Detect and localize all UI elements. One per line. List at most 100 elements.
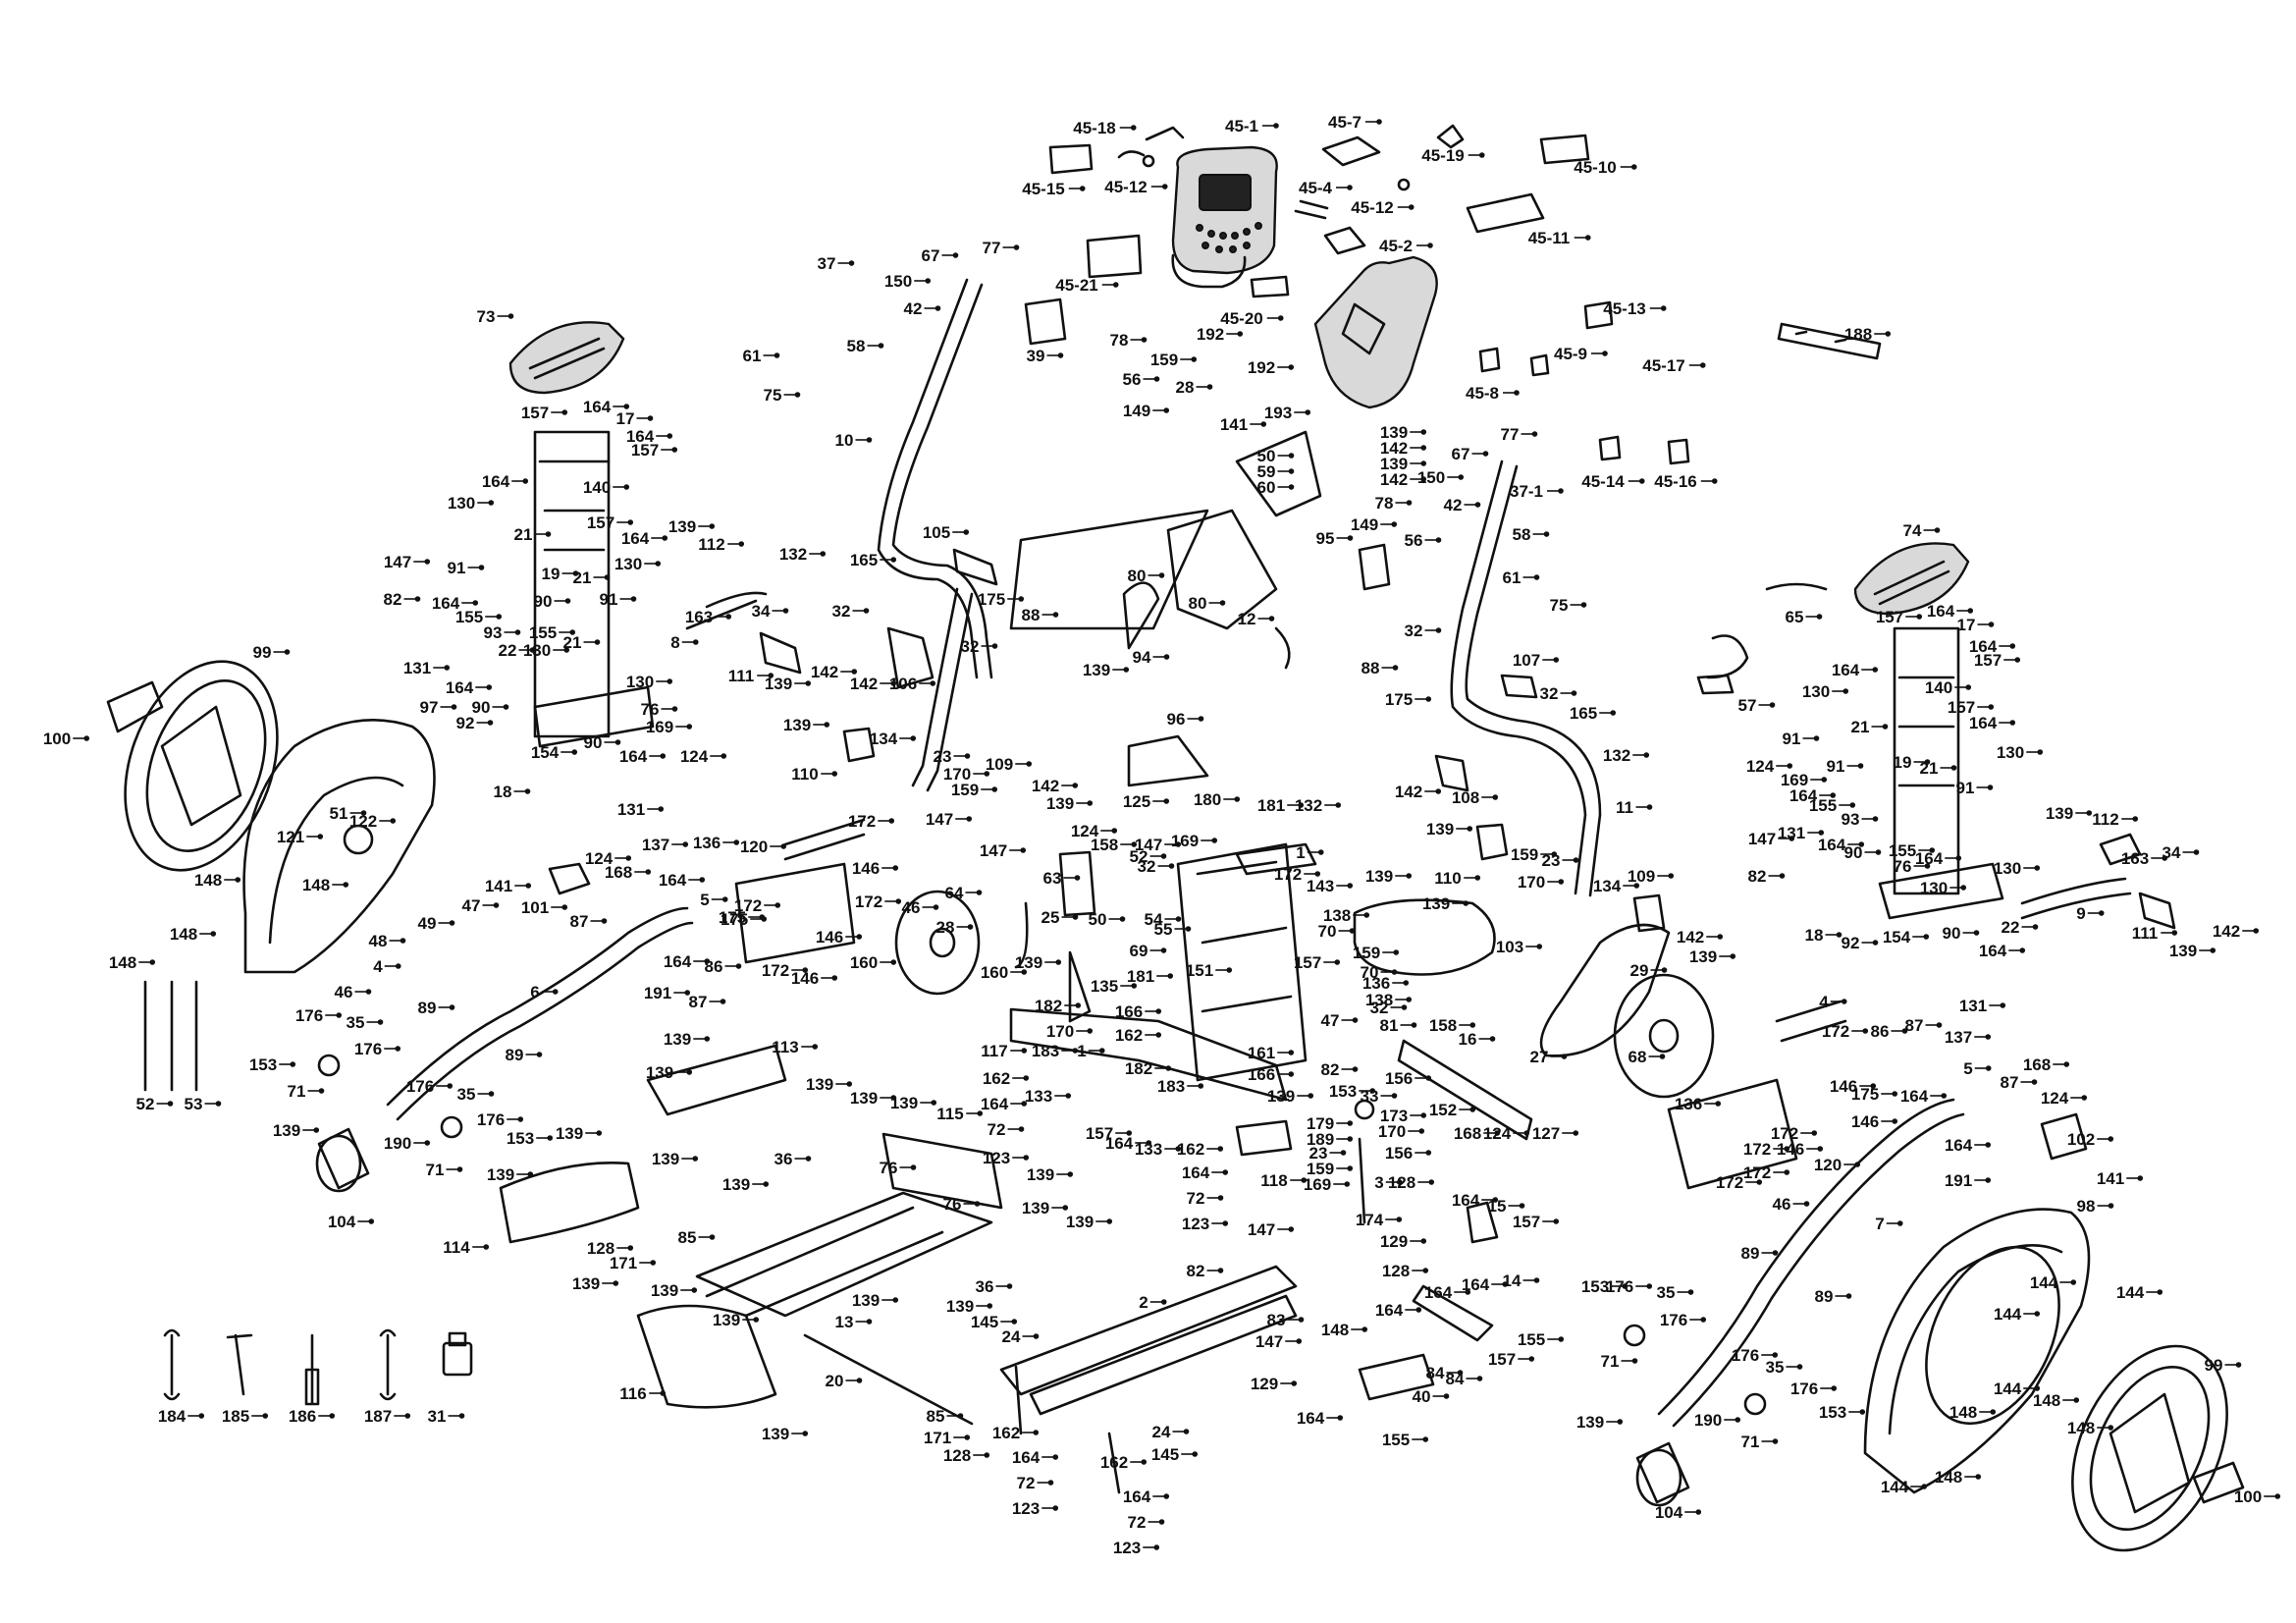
part-label: 130 — [1802, 682, 1830, 701]
leader-dot — [1219, 600, 1226, 606]
leader-dot — [1941, 1093, 1948, 1099]
part-label: 139 — [1083, 661, 1110, 679]
leader-dot — [802, 967, 809, 973]
part-label: 82 — [1187, 1262, 1205, 1280]
part-label: 12 — [1238, 610, 1256, 628]
part-label: 21 — [1920, 759, 1939, 778]
leader-dot — [536, 1052, 543, 1057]
leader-dot — [1465, 1289, 1471, 1295]
part-label: 124 — [1071, 822, 1099, 840]
part-label: 45-8 — [1466, 384, 1499, 403]
part-label: 40 — [1413, 1387, 1431, 1406]
leader-dot — [1533, 574, 1540, 580]
leader-dot — [888, 818, 895, 824]
part-label: 61 — [743, 347, 762, 365]
part-label: 157 — [587, 514, 614, 532]
leader-dot — [802, 1431, 809, 1436]
part-label: 35 — [1657, 1283, 1676, 1302]
leader-dot — [1428, 1179, 1435, 1185]
leader-dot — [1735, 1417, 1741, 1423]
part-label: 27 — [1530, 1048, 1549, 1066]
part-label: 101 — [521, 898, 549, 917]
leader-dot — [1052, 1454, 1059, 1460]
leader-dot — [1347, 185, 1353, 190]
leader-dot — [525, 883, 532, 889]
part-label: 89 — [1741, 1244, 1760, 1263]
part-label: 139 — [850, 1089, 878, 1108]
part-label: 72 — [1017, 1474, 1036, 1492]
leader-dot — [1985, 1065, 1992, 1071]
part-label: 134 — [1593, 877, 1622, 895]
part-label: 55 — [1154, 920, 1173, 939]
part-label: 137 — [642, 836, 669, 854]
leader-dot — [569, 629, 576, 635]
leader-dot — [1291, 1380, 1298, 1386]
part-label: 52 — [1130, 847, 1148, 866]
leader-dot — [1288, 364, 1295, 370]
leader-dot — [1422, 1268, 1429, 1273]
part-label: 146 — [1830, 1077, 1857, 1096]
leader-dot — [1420, 1238, 1427, 1244]
leader-dot — [878, 343, 884, 349]
part-label: 89 — [506, 1046, 524, 1064]
part-label: 123 — [983, 1149, 1010, 1167]
leader-dot — [1467, 826, 1473, 832]
leader-dot — [856, 1378, 863, 1383]
part-label: 77 — [983, 239, 1001, 257]
part-label: 164 — [1979, 942, 2007, 960]
part-label: 142 — [2213, 922, 2240, 941]
leader-dot — [390, 818, 397, 824]
part-label: 87 — [1905, 1016, 1924, 1035]
part-label: 171 — [610, 1254, 637, 1272]
leader-dot — [977, 1110, 984, 1116]
leader-dot — [1408, 204, 1415, 210]
leader-dot — [645, 869, 652, 875]
part-label: 45-11 — [1528, 229, 1571, 247]
leader-dot — [1965, 684, 1972, 690]
leader-dot — [1018, 1126, 1025, 1132]
leader-dot — [1700, 1317, 1707, 1323]
part-label: 81 — [1380, 1016, 1399, 1035]
part-label: 120 — [740, 838, 768, 856]
part-label: 175 — [978, 590, 1005, 609]
part-label: 147 — [1748, 830, 1776, 848]
leader-dot — [368, 1218, 375, 1224]
part-label: 131 — [1778, 824, 1805, 842]
part-label: 45-12 — [1351, 198, 1393, 217]
part-label: 157 — [1513, 1213, 1540, 1231]
leader-dot — [2034, 865, 2041, 871]
leader-dot — [1305, 409, 1311, 415]
part-label: 78 — [1375, 494, 1394, 513]
part-label: 175 — [1385, 690, 1413, 709]
leader-dot — [1288, 1050, 1295, 1055]
leader-dot — [1347, 1120, 1354, 1126]
leader-dot — [395, 1046, 401, 1052]
part-label: 28 — [936, 918, 955, 937]
part-label: 82 — [384, 590, 402, 609]
leader-dot — [1836, 932, 1842, 938]
leader-dot — [1687, 1289, 1694, 1295]
part-label: 58 — [1513, 525, 1531, 544]
leader-dot — [1211, 838, 1218, 843]
part-label: 45-21 — [1055, 276, 1097, 295]
leader-dot — [1960, 885, 1967, 891]
left-lower-arm — [143, 818, 866, 1193]
part-label: 86 — [705, 957, 723, 976]
leader-dot — [1161, 184, 1168, 189]
leader-dot — [524, 788, 531, 794]
leader-dot — [1988, 704, 1995, 710]
part-label: 45-16 — [1654, 472, 1696, 491]
leader-dot — [1425, 1075, 1432, 1081]
part-label: 139 — [806, 1075, 833, 1094]
part-label: 32 — [1138, 857, 1156, 876]
leader-dot — [1217, 1195, 1224, 1201]
leader-dot — [447, 1083, 454, 1089]
leader-dot — [1072, 783, 1079, 788]
leader-dot — [1301, 1177, 1308, 1183]
leader-dot — [561, 904, 568, 910]
leader-dot — [1288, 453, 1295, 459]
part-label: 166 — [1248, 1065, 1275, 1084]
part-label: 107 — [1513, 651, 1540, 670]
part-label: 168 — [2023, 1055, 2051, 1074]
leader-dot — [768, 673, 774, 678]
